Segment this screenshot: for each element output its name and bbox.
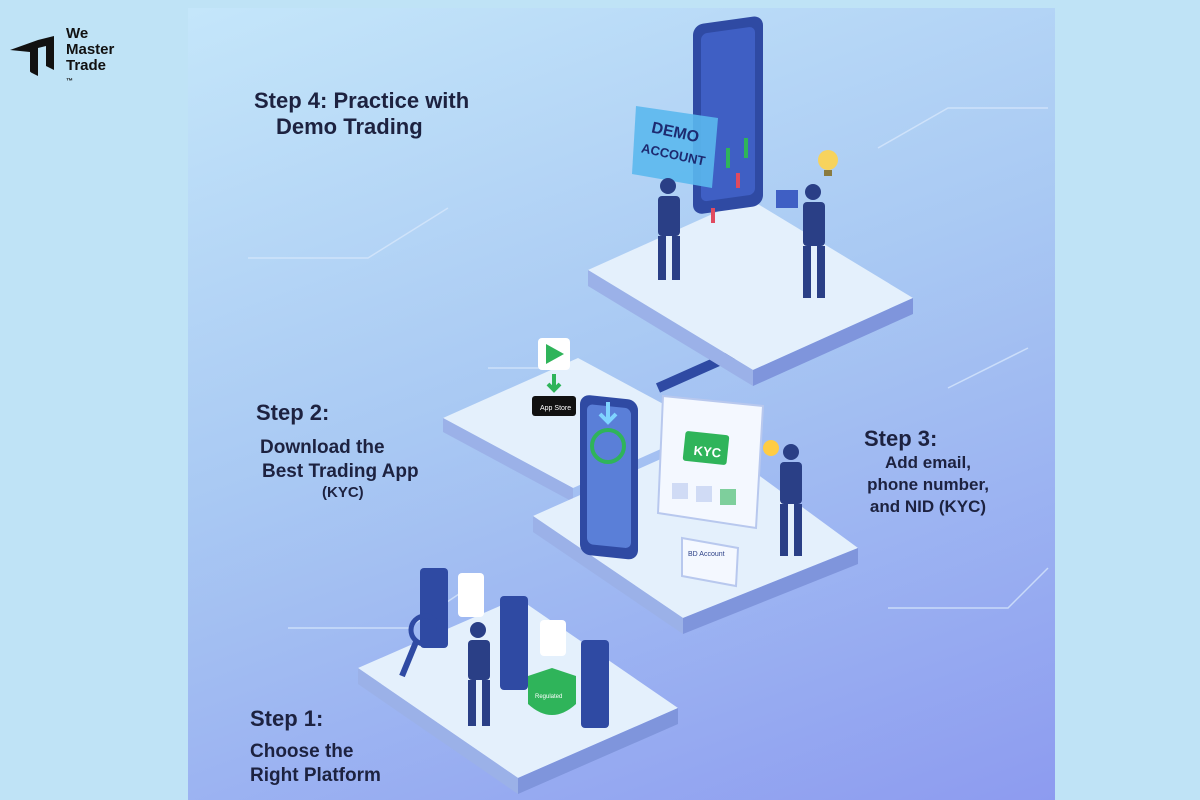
step-3-label: Step 3: Add email, phone number, and NID… (848, 426, 1008, 518)
step-1-line-2: Right Platform (250, 765, 381, 786)
step-1-line-1: Choose the (250, 741, 354, 762)
step-2-line-2: Best Trading App (262, 461, 419, 482)
brand-line-2: Master (66, 41, 115, 58)
bd-account-card: BD Account (681, 536, 740, 588)
kyc-window: KYC (656, 394, 765, 530)
businessman-step-4-right (776, 184, 825, 298)
isometric-scene: DEMO ACCOUNT (248, 16, 1049, 794)
candle-marks-green (726, 138, 748, 168)
step-4-title: Step 4: Practice with (254, 88, 470, 113)
step-4-line-1: Demo Trading (276, 114, 423, 139)
kyc-label: KYC (693, 443, 722, 461)
candle-marks-red (711, 173, 740, 223)
step-2-label: Step 2: Download the Best Trading App (K… (256, 400, 419, 501)
brand-line-1: We (66, 25, 89, 42)
step-3-line-1: Add email, (885, 453, 971, 472)
shield-icon: Regulated (528, 668, 576, 715)
circuit-lines (248, 107, 1049, 629)
brand-tm: ™ (66, 78, 73, 85)
brand-logo-icon (10, 36, 54, 77)
step-3-line-2: phone number, (867, 475, 989, 494)
brand-line-3: Trade (66, 57, 107, 74)
brand-name: We Master Trade ™ (66, 26, 114, 90)
demo-account-sign: DEMO ACCOUNT (632, 106, 718, 188)
coin-icon (763, 440, 779, 456)
infographic-panel: DEMO ACCOUNT (188, 8, 1055, 800)
businessman-step-1 (468, 622, 490, 726)
app-store-label: App Store (540, 405, 571, 412)
step-4-label: Step 4: Practice with Demo Trading (254, 88, 469, 140)
app-store-badge: App Store (532, 396, 576, 416)
play-store-icon (538, 338, 570, 393)
platform-step-4 (588, 198, 913, 386)
shield-label: Regulated (535, 694, 562, 700)
step-2-line-1: Download the (260, 437, 385, 458)
platform-step-2 (443, 358, 708, 502)
bd-account-label: BD Account (688, 551, 725, 558)
step-3-line-3: and NID (KYC) (869, 497, 987, 516)
step-1-title: Step 1: (250, 706, 324, 731)
brand-logo: We Master Trade ™ (8, 26, 114, 90)
step-2-line-3: (KYC) (322, 484, 364, 501)
magnifier-icon (399, 613, 442, 678)
businessman-step-3 (780, 444, 802, 556)
step-1-label: Step 1: Choose the Right Platform (250, 706, 381, 788)
lightbulb-icon (818, 150, 838, 176)
businessman-step-4-left (658, 178, 680, 280)
download-app-phone (580, 395, 638, 560)
step-3-title: Step 3: (864, 426, 938, 451)
step-2-title: Step 2: (256, 400, 330, 425)
